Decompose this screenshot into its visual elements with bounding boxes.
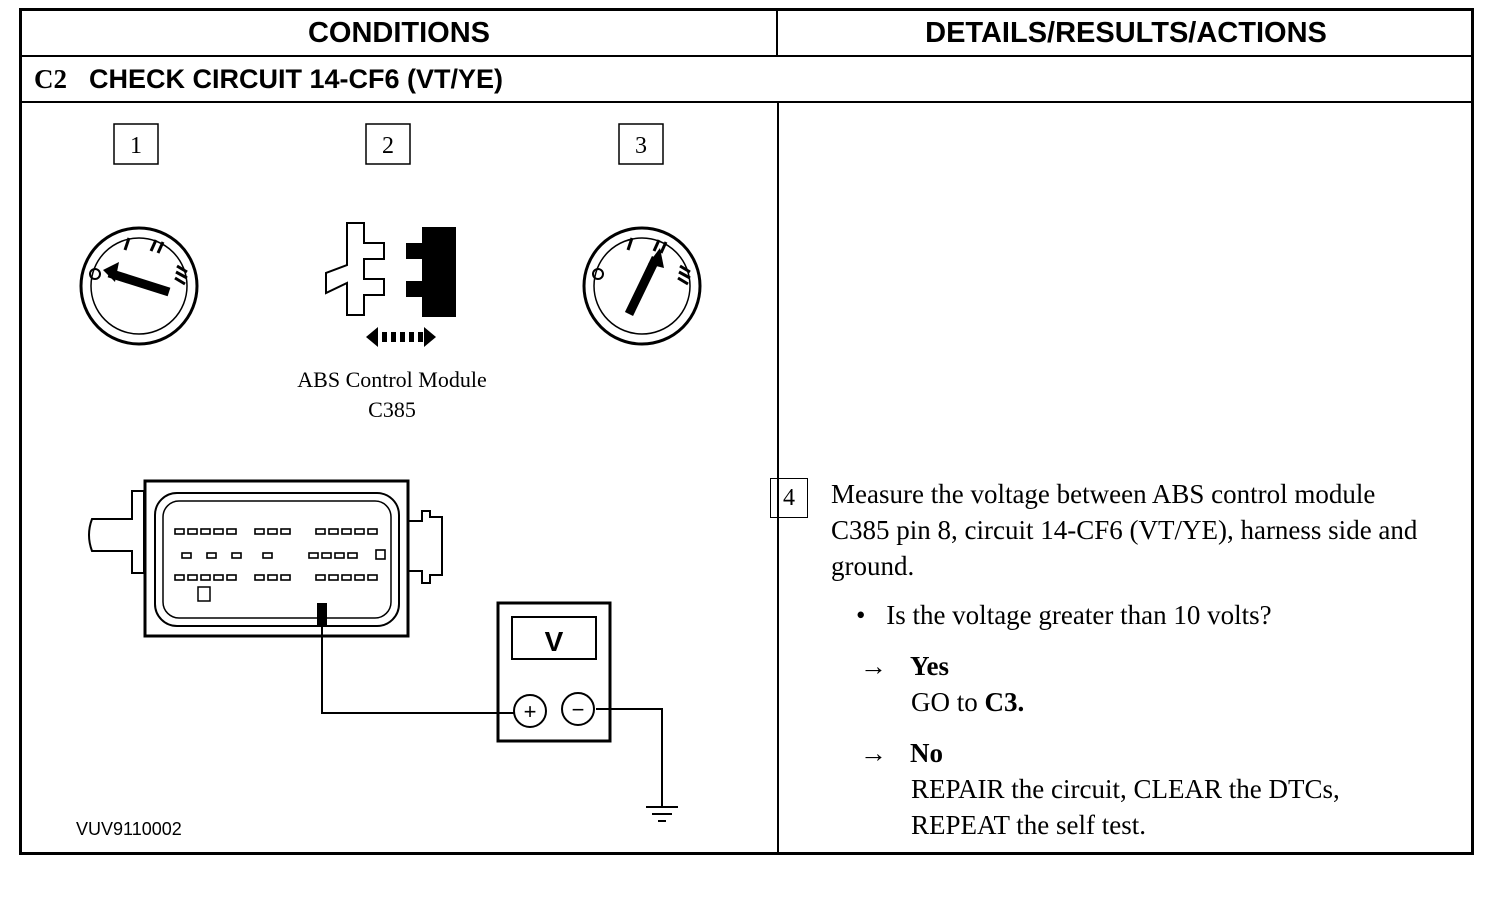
- details-step-number: 4: [770, 478, 808, 518]
- step-box-1: 1: [113, 123, 159, 165]
- figure-reference: VUV9110002: [76, 819, 182, 839]
- step-box-2: 2: [365, 123, 411, 165]
- step-number-2: 2: [382, 133, 394, 159]
- no-label: No: [910, 738, 943, 768]
- bullet-icon: •: [856, 600, 866, 630]
- yes-label: Yes: [910, 651, 949, 681]
- probe-wire: [321, 613, 516, 714]
- abs-module-connector: [88, 479, 443, 638]
- instruction-text: Measure the voltage between ABS control …: [831, 479, 1418, 581]
- arrow-right-icon: →: [860, 738, 887, 768]
- step-number-1: 1: [130, 133, 142, 159]
- step-title-row: C2 CHECK CIRCUIT 14-CF6 (VT/YE): [22, 55, 1471, 103]
- arrow-right-icon: →: [860, 651, 887, 681]
- answer-no: →No REPAIR the circuit, CLEAR the DTCs, …: [860, 735, 1340, 840]
- plus-terminal: +: [524, 699, 537, 724]
- minus-terminal: −: [572, 697, 585, 722]
- conditions-diagram: 1 2 3: [79, 123, 702, 822]
- question: • Is the voltage greater than 10 volts?: [856, 597, 1272, 633]
- voltmeter-icon: V + −: [496, 601, 612, 743]
- step-number-3: 3: [635, 133, 647, 159]
- ground-wire: [596, 708, 663, 807]
- connector-disconnect-icon: [325, 222, 456, 347]
- ignition-switch-run-icon: [582, 226, 702, 346]
- yes-action: GO to C3.: [911, 684, 1024, 720]
- step-title: CHECK CIRCUIT 14-CF6 (VT/YE): [89, 63, 504, 94]
- module-caption-line1: ABS Control Module: [297, 367, 487, 392]
- answer-yes: → Yes GO to C3.: [860, 648, 1024, 717]
- conditions-header: CONDITIONS: [22, 11, 778, 55]
- ignition-switch-off-icon: [79, 226, 199, 346]
- question-text: Is the voltage greater than 10 volts?: [886, 600, 1272, 630]
- yes-action-target: C3.: [984, 687, 1025, 717]
- column-divider: [777, 103, 779, 852]
- module-caption-line2: C385: [368, 397, 416, 422]
- step-id: C2: [34, 63, 67, 94]
- ground-symbol-icon: [646, 806, 678, 822]
- no-action-line2: REPEAT the self test.: [911, 810, 1146, 840]
- no-action-line1: REPAIR the circuit, CLEAR the DTCs,: [911, 774, 1340, 804]
- step-box-3: 3: [618, 123, 664, 165]
- details-header: DETAILS/RESULTS/ACTIONS: [925, 16, 1327, 49]
- procedure-table: CONDITIONS DETAILS/RESULTS/ACTIONS C2 CH…: [19, 8, 1474, 855]
- yes-action-prefix: GO to: [911, 687, 985, 717]
- voltmeter-label: V: [545, 626, 564, 657]
